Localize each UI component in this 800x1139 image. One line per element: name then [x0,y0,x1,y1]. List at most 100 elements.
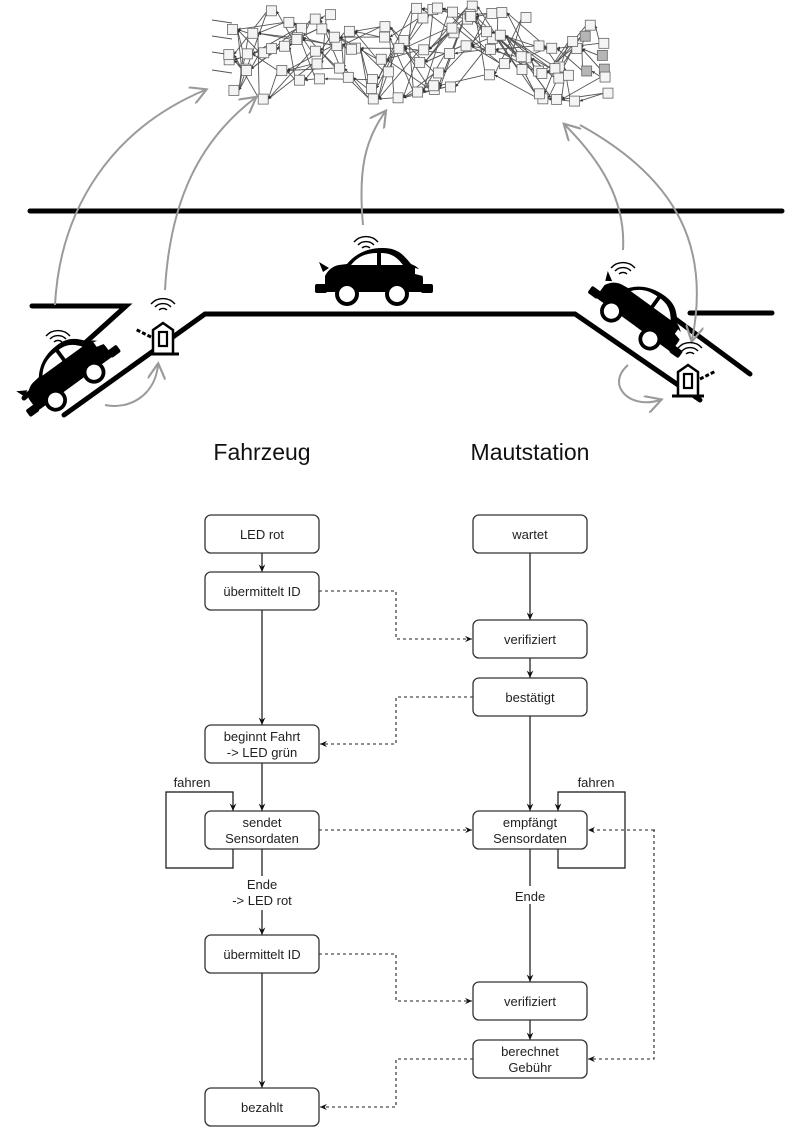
network-node [223,49,235,61]
network-edge [508,17,523,64]
network-node [536,68,548,79]
network-edge [504,34,553,100]
network-node [227,24,238,35]
flow-node-v1: LED rot [204,514,320,554]
network-edge [377,49,421,100]
network-node [447,6,458,18]
column-title-toll-station: Mautstation [471,439,590,465]
network-node [534,88,545,100]
label-vehicle-end: Ende [247,877,277,892]
network-edge [561,92,605,101]
network-node [379,31,390,43]
network-node [546,42,558,54]
network-edge [506,12,539,74]
network-node [567,36,579,47]
network-edge [561,76,602,100]
flow-node-label: bezahlt [241,1100,283,1115]
network-node [494,29,506,41]
flow-node-label: beginnt Fahrt [224,729,301,744]
network-node [343,25,355,37]
car-middle [315,248,433,306]
arrow-car-right-to-network [565,125,625,251]
network-edge [556,47,583,72]
arrow-car-booth-right [618,364,660,402]
label-station-end: Ende [515,889,545,904]
network-node [481,26,492,38]
network-node [496,7,508,18]
network-node [498,58,510,70]
network-node [598,37,610,49]
flow-node-label: sendet [242,815,281,830]
network-node [325,9,336,21]
network-node [345,43,357,55]
network-edge [256,33,260,100]
network-node [433,67,445,79]
network-node [602,87,614,99]
network-edge [495,48,535,72]
network-edge [389,26,431,90]
network-node [228,84,240,96]
network-node [412,86,424,98]
flow-node-label: verifiziert [504,994,556,1009]
network-node [276,65,288,76]
network-edge [360,47,385,73]
network-edge [402,72,435,99]
network-edge [475,12,488,16]
network-edge [456,27,501,64]
network-node [563,69,574,81]
network-edge [267,70,279,100]
network-node [265,5,277,17]
network-node [379,21,391,33]
network-edge [474,16,486,75]
flow-node-label: Sensordaten [225,831,299,846]
label-vehicle-loop: fahren [174,775,211,790]
network-node [257,93,269,105]
network-node [241,65,252,76]
network-node [520,12,532,23]
network-edge [267,50,312,100]
network-edge [495,45,536,51]
network-edge [252,53,279,71]
network-edge [424,45,463,63]
network-node [328,31,340,43]
network-edge [211,69,233,74]
flow-node-label: verifiziert [504,632,556,647]
network-node [553,72,565,84]
network-node [291,34,303,46]
network-edge [354,31,378,60]
network-node [311,58,323,70]
network-edge [233,54,260,100]
flow-edges [165,553,655,1111]
network-node [294,74,305,86]
network-edge [443,31,483,74]
network-edge [237,29,261,54]
network-edge [402,62,417,98]
network-edge [505,34,556,68]
ledger-arrows [54,90,697,406]
flow-node-label: übermittelt ID [223,947,300,962]
network-edge [341,26,382,46]
network-node [367,74,378,85]
flow-node-label: berechnet [501,1044,559,1059]
flow-loop-vehicle-fahren [165,791,237,869]
toll-booth-right [670,363,718,398]
flow-dashed-edge-s3-v3 [320,696,473,748]
network-node [279,40,290,52]
car-right [580,257,704,369]
network-node [549,63,561,75]
network-node [428,80,440,92]
network-node [465,11,477,22]
network-node [314,73,325,85]
wifi-icon [353,235,379,249]
flow-dashed-edge-s6-loop [588,829,655,1063]
network-edge [211,35,233,40]
network-tip-node [579,30,591,42]
flow-node-s5: verifiziert [472,981,588,1021]
network-node [484,43,496,55]
network-node [309,13,321,25]
network-node [599,71,611,83]
network-tip-node [596,49,608,61]
flow-dashed-edge-s6-v6 [320,1058,473,1111]
network-edge [354,30,381,38]
